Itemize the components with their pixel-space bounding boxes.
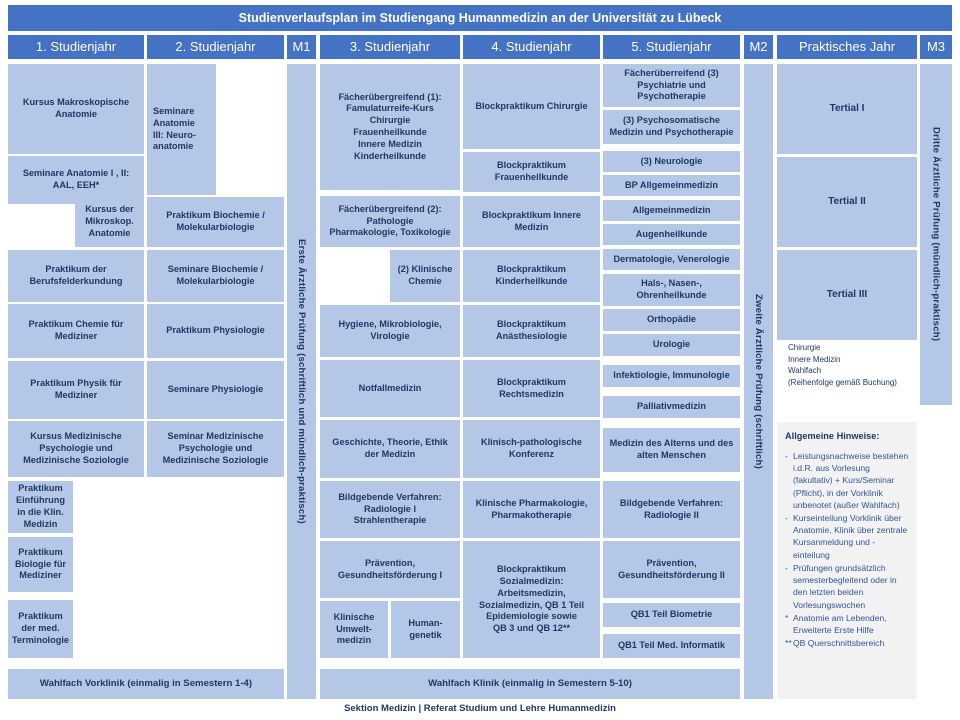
course-box: Blockpraktikum Anästhesiologie [463,305,600,357]
footer-text: Sektion Medizin | Referat Studium und Le… [344,703,616,714]
course-box: Urologie [603,334,740,356]
course-box: Prävention, Gesundheitsförderung I [320,541,460,598]
course-box: Praktikum Chemie für Mediziner [8,304,144,358]
header-year-2: 2. Studienjahr [147,35,284,59]
header-m2: M2 [744,35,773,59]
note-bullet: - [785,562,788,573]
course-box: Kursus Makroskopische Anatomie [8,64,144,154]
course-box: Augenheilkunde [603,224,740,245]
course-box: Fächerübergreifend (2): Pathologie Pharm… [320,196,460,247]
course-box: Fächerübergreifend (1): Famulaturreife-K… [320,64,460,190]
course-box: Hygiene, Mikrobiologie, Virologie [320,305,460,357]
note-item: * Anatomie am Lebenden, Erweiterte Erste … [785,612,910,636]
course-box: Kursus der Mikroskop. Anatomie [75,197,144,247]
tertial-box: Tertial I [777,64,917,154]
course-box: Praktikum Physiologie [147,304,284,358]
course-box: (3) Neurologie [603,151,740,172]
note-bullet: ** [785,638,792,649]
course-box: (2) Klinische Chemie [390,250,460,302]
header-m3: M3 [920,35,952,59]
header-year-1: 1. Studienjahr [8,35,144,59]
course-box: Praktikum Einführung in die Klin. Medizi… [8,481,73,533]
course-box: Seminare Biochemie / Molekularbiologie [147,250,284,302]
exam-m1-column: Erste Ärztliche Prüfung (schriftlich und… [287,64,316,699]
course-box: Seminare Physiologie [147,361,284,419]
exam-m2-column: Zweite Ärztliche Prüfung (schriftlich) [744,64,773,699]
course-box: Palliativmedizin [603,396,740,418]
course-box: Seminare Anatomie III: Neuro- anatomie [147,64,216,195]
notes-list: -Leistungsnachweise bestehen i.d.R. aus … [785,450,910,649]
note-item: **QB Querschnittsbereich [785,637,910,649]
course-box: Praktikum der Berufsfelderkundung [8,250,144,302]
exam-m2-label: Zweite Ärztliche Prüfung (schriftlich) [753,294,764,469]
course-box: Praktikum Biochemie / Molekularbiologie [147,197,284,247]
course-box: BP Allgemeinmedizin [603,175,740,196]
note-bullet: * [785,612,789,623]
note-text: Kurseinteilung Vorklinik über Anatomie, … [793,513,908,560]
header-year-3: 3. Studienjahr [320,35,460,59]
pj-note: Chirurgie Innere Medizin Wahlfach (Reihe… [788,343,897,387]
course-box: Blockpraktikum Frauenheilkunde [463,152,600,192]
note-item: -Kurseinteilung Vorklinik über Anatomie,… [785,512,910,561]
course-box: Dermatologie, Venerologie [603,249,740,270]
course-box: Blockpraktikum Kinderheilkunde [463,250,600,302]
course-box: Seminar Medizinische Psychologie und Med… [147,421,284,477]
notes-title: Allgemeine Hinweise: [785,431,880,441]
course-box: Prävention, Gesundheitsförderung II [603,541,740,598]
course-box: Human- genetik [391,601,460,658]
note-text: Leistungsnachweise bestehen i.d.R. aus V… [793,451,909,510]
course-box: Bildgebende Verfahren: Radiologie II [603,481,740,538]
course-box: Bildgebende Verfahren: Radiologie I Stra… [320,481,460,538]
exam-m3-label: Dritte Ärztliche Prüfung (mündlich-prakt… [930,127,942,342]
course-box: Kursus Medizinische Psychologie und Medi… [8,421,144,477]
tertial-box: Tertial II [777,157,917,247]
course-box: Orthopädie [603,309,740,331]
header-year-5: 5. Studienjahr [603,35,740,59]
course-box: Hals-, Nasen-, Ohrenheilkunde [603,274,740,306]
tertial-box: Tertial III [777,250,917,340]
course-box: Geschichte, Theorie, Ethik der Medizin [320,420,460,478]
note-bullet: - [785,451,788,462]
course-box: QB1 Teil Biometrie [603,603,740,627]
wahlfach-vorklinik-box: Wahlfach Vorklinik (einmalig in Semester… [8,669,284,699]
header-m1: M1 [287,35,316,59]
note-text: Prüfungen grundsätzlich semesterbegleite… [793,562,897,610]
course-box: Seminare Anatomie I , II: AAL, EEH* [8,156,144,204]
course-box: Blockpraktikum Rechtsmedizin [463,360,600,417]
header-pj: Praktisches Jahr [777,35,917,59]
course-box: QB1 Teil Med. Informatik [603,634,740,658]
note-text: Anatomie am Lebenden, Erweiterte Erste H… [793,612,887,635]
course-box: Klinisch-pathologische Konferenz [463,420,600,478]
course-box: Medizin des Alterns und des alten Mensch… [603,428,740,472]
course-box: Blockpraktikum Innere Medizin [463,196,600,247]
course-box: Praktikum Biologie für Mediziner [8,537,73,592]
wahlfach-klinik-box: Wahlfach Klinik (einmalig in Semestern 5… [320,669,740,699]
course-box: Infektiologie, Immunologie [603,365,740,387]
course-box: Klinische Umwelt- medizin [320,601,388,658]
note-item: -Prüfungen grundsätzlich semesterbegleit… [785,562,910,611]
course-box: Klinische Pharmakologie, Pharmakotherapi… [463,481,600,538]
course-box: Allgemeinmedizin [603,200,740,221]
course-box: (3) Psychosomatische Medizin und Psychot… [603,110,740,144]
course-box: Notfallmedizin [320,360,460,417]
course-box: Praktikum der med. Terminologie [8,600,73,658]
exam-m1-label: Erste Ärztliche Prüfung (schriftlich und… [296,239,307,524]
course-box: Praktikum Physik für Mediziner [8,361,144,419]
course-box: Fächerüberreifend (3) Psychiatrie und Ps… [603,64,740,107]
header-year-4: 4. Studienjahr [463,35,600,59]
course-box: Blockpraktikum Chirurgie [463,64,600,149]
note-item: -Leistungsnachweise bestehen i.d.R. aus … [785,450,910,511]
note-text: QB Querschnittsbereich [793,638,885,649]
note-bullet: - [785,513,788,524]
exam-m3-column: Dritte Ärztliche Prüfung (mündlich-prakt… [920,64,952,405]
page-title: Studienverlaufsplan im Studiengang Human… [8,5,952,31]
allgemeine-hinweise-box: Allgemeine Hinweise: -Leistungsnachweise… [777,422,917,699]
course-box: Blockpraktikum Sozialmedizin: Arbeitsmed… [463,541,600,658]
